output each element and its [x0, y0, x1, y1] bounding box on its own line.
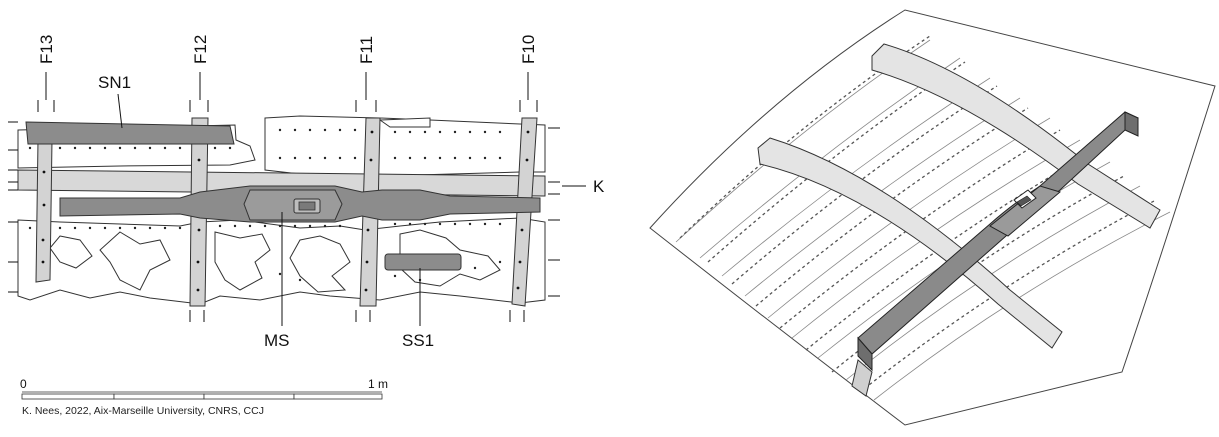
scale-start-label: 0	[20, 377, 27, 391]
stringer-lower	[757, 137, 1063, 349]
label-ms: MS	[264, 331, 290, 350]
frame-ticks	[8, 100, 560, 322]
frame-label-f10: F10	[519, 35, 538, 64]
sn1-timber	[25, 121, 235, 145]
credit-line: K. Nees, 2022, Aix-Marseille University,…	[22, 405, 264, 417]
isometric-view	[649, 9, 1216, 426]
frame-label-f12: F12	[191, 35, 210, 64]
label-k: K	[593, 177, 605, 196]
hull-surface	[649, 9, 1216, 426]
label-ss1: SS1	[402, 331, 434, 350]
frame-label-f13: F13	[37, 35, 56, 64]
scale-end-label: 1 m	[368, 377, 388, 391]
nail-dots	[28, 128, 502, 282]
scale-bar: 0 1 m	[20, 377, 388, 400]
mast-step	[59, 185, 541, 223]
label-sn1: SN1	[98, 73, 131, 92]
ss1-timber	[384, 253, 462, 271]
iso-mast-step	[857, 111, 1139, 372]
site-plan: F13 F12 F11 F10 SN1 MS SS1 K 0 1 m K. Ne…	[8, 35, 605, 417]
frame-f13	[35, 139, 53, 283]
stringer-upper	[871, 43, 1161, 229]
curved-stringers	[757, 43, 1161, 349]
leader-lines	[45, 72, 586, 326]
stringer-foot	[851, 359, 873, 397]
frame-nails	[41, 130, 530, 292]
frame-label-f11: F11	[357, 36, 376, 64]
